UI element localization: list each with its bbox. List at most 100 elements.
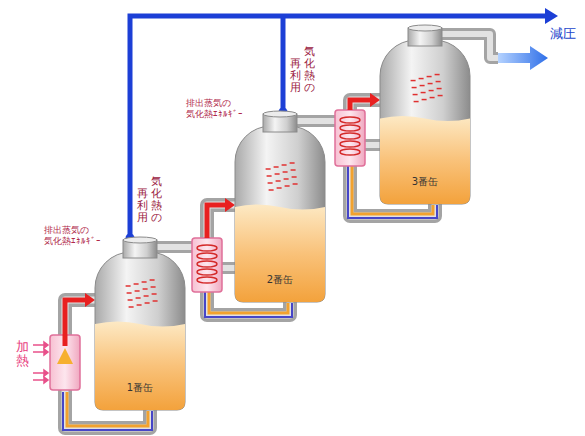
coil-turn (197, 277, 217, 283)
vapour-spray (143, 288, 148, 290)
arrow-head (44, 342, 48, 348)
vapour-spray (412, 87, 417, 89)
flow-arrow (57, 348, 73, 364)
evaporator-can: 2番缶 (235, 112, 325, 302)
coil-turn (340, 133, 360, 139)
vapour-spray (275, 173, 280, 175)
vapour-spray (135, 290, 140, 292)
coil-turn (340, 117, 360, 123)
diagram-label: 気化熱ｴﾈﾙｷﾞｰ (44, 237, 101, 247)
vacuum-line (281, 16, 286, 112)
can-shape (235, 112, 325, 302)
heater-box (192, 238, 222, 292)
label-box: 再利用 (290, 58, 301, 94)
diagram-label: 気化熱ｴﾈﾙｷﾞｰ (186, 110, 243, 120)
can-label: 1番缶 (127, 382, 153, 394)
vapour-spray (283, 171, 288, 173)
coil-turn (197, 253, 217, 259)
coil-turn (197, 261, 217, 267)
vapour-spray (421, 92, 426, 94)
vapour-spray (284, 178, 289, 180)
evaporator-can: 3番缶 (380, 26, 470, 204)
vapour-spray (291, 169, 296, 171)
vapour-spray (419, 78, 424, 80)
vacuum-arrow (498, 46, 548, 70)
liquid (380, 116, 470, 204)
liquid (95, 322, 185, 411)
heat-arrows (33, 342, 48, 383)
diagram-label: 減圧 (550, 27, 576, 42)
vapour-spray (427, 76, 432, 78)
coil-turn (197, 245, 217, 251)
label-box: 排出蒸気の (44, 226, 89, 236)
coil-turn (340, 141, 360, 147)
vapour-spray (429, 90, 434, 92)
label-box: 排出蒸気の (186, 99, 231, 109)
vapour-spray (129, 306, 134, 308)
heat-arrow (33, 379, 44, 381)
can-cap (408, 25, 442, 31)
diagram-label: 再利用 (290, 58, 301, 94)
liquid (235, 205, 325, 303)
vapour-spray (435, 74, 440, 76)
label-box: 減圧 (550, 27, 576, 42)
can-cap (263, 111, 297, 117)
can-label: 3番缶 (412, 176, 438, 188)
can-cap (123, 237, 157, 243)
can-body (95, 252, 185, 410)
vapour-spray (282, 164, 287, 166)
vapour-spray (268, 182, 273, 184)
heater-1 (50, 293, 95, 390)
vacuum-line (130, 16, 545, 238)
return-flows (63, 166, 437, 430)
diagram-label: 気化熱の (304, 46, 315, 94)
vapour-spray (411, 80, 416, 82)
arrow-head (44, 370, 48, 376)
coil-turn (197, 269, 217, 275)
label-box: 加熱 (16, 340, 29, 369)
vapour-spray (145, 302, 150, 304)
arrow-head (85, 293, 95, 307)
vapour-spray (269, 189, 274, 191)
flow-arrow (65, 300, 86, 346)
vapour-spray (277, 187, 282, 189)
vapour-spray (150, 279, 155, 281)
arrow-head (370, 93, 380, 107)
vapour-spray (267, 175, 272, 177)
vapour-spray (438, 95, 443, 97)
vapour-spray (266, 168, 271, 170)
label-box: 気化熱の (151, 176, 162, 224)
vapour-spray (293, 183, 298, 185)
vapour-spray (276, 180, 281, 182)
vapour-spray (414, 101, 419, 103)
can-body (380, 40, 470, 204)
arrow-head (44, 349, 48, 355)
heat-arrow (33, 344, 44, 346)
vapour-spray (428, 83, 433, 85)
vapour-spray (290, 162, 295, 164)
vapour-spray (430, 97, 435, 99)
vapour-spray (137, 304, 142, 306)
vapour-spray (437, 88, 442, 90)
diagram-label: 加熱 (16, 340, 29, 369)
diagram-label: 再利用 (137, 188, 148, 224)
heater-3 (335, 93, 380, 166)
vapour-spray (153, 300, 158, 302)
can-body (235, 126, 325, 302)
heating-coil (197, 245, 217, 283)
vapour-spray (136, 297, 141, 299)
vapour-spray (144, 295, 149, 297)
coil-turn (340, 149, 360, 155)
label-box: 気化熱ｴﾈﾙｷﾞｰ (186, 110, 243, 120)
diagram-label: 排出蒸気の (44, 226, 89, 236)
arrow-head (44, 377, 48, 383)
diagram-label: 排出蒸気の (186, 99, 231, 109)
diagram-label: 気化熱の (151, 176, 162, 224)
arrow-head (225, 198, 235, 212)
vapour-spray (127, 292, 132, 294)
label-box: 気化熱の (304, 46, 315, 94)
vapour-spray (134, 283, 139, 285)
label-box: 再利用 (137, 188, 148, 224)
vapour-spray (152, 293, 157, 295)
vapour-spray (420, 85, 425, 87)
